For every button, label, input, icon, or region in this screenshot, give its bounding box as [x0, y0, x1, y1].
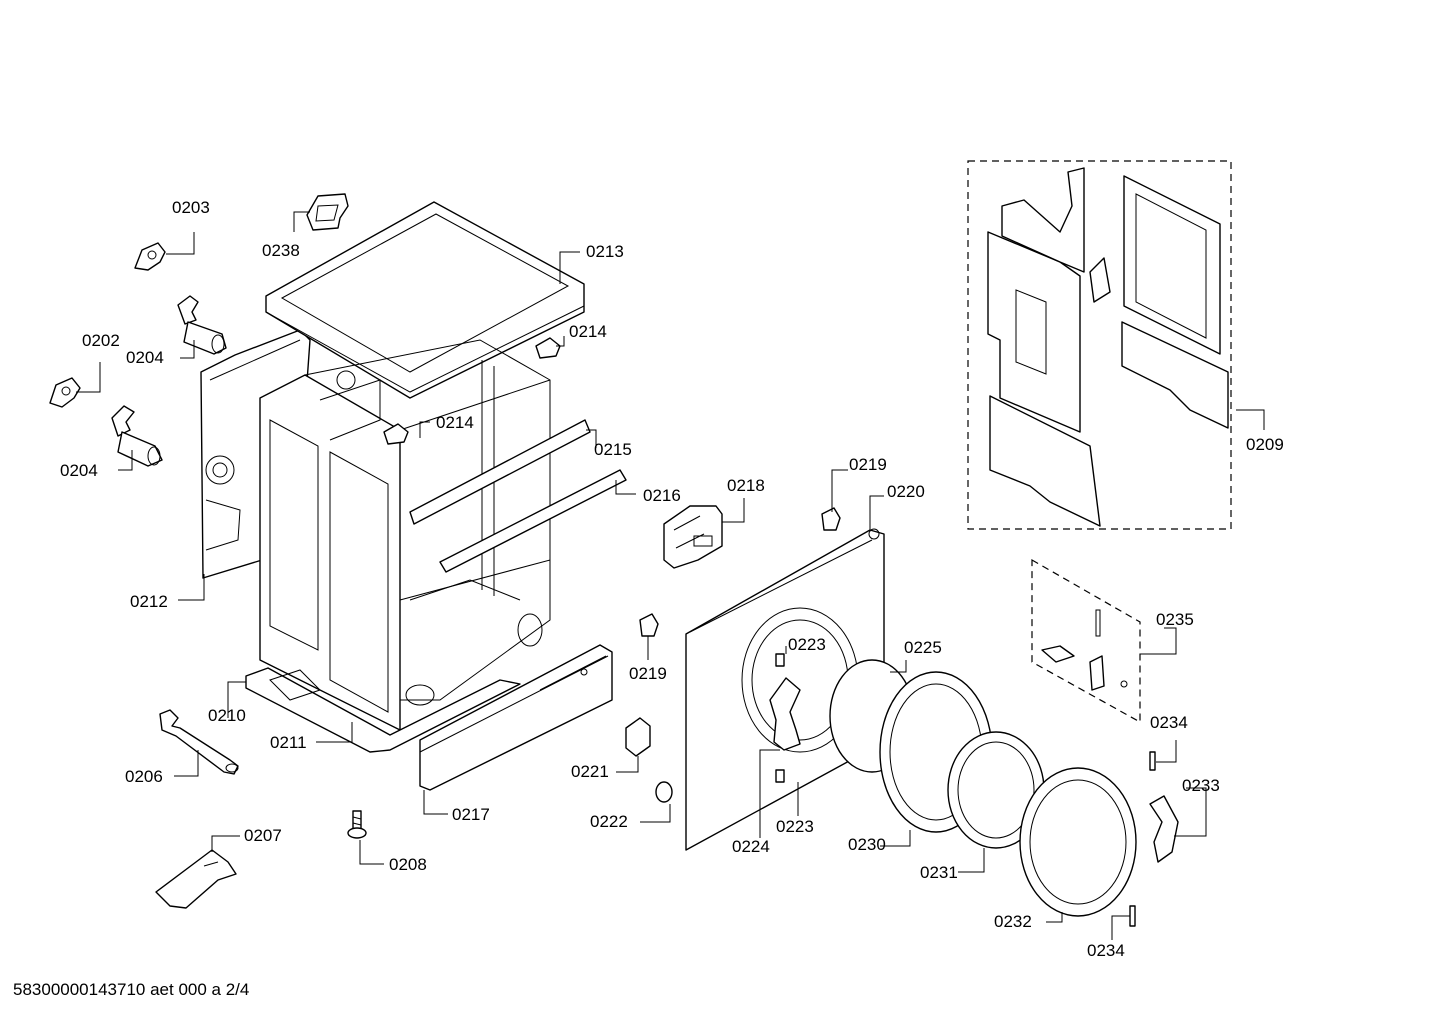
- label-0206: 0206: [125, 767, 163, 786]
- label-0211: 0211: [270, 733, 307, 752]
- part-0233-drawing: [1149, 795, 1179, 863]
- part-0235-drawing: [1031, 558, 1141, 724]
- label-0214-inner: 0214: [436, 413, 474, 432]
- part-0204-lower-drawing: [111, 405, 163, 467]
- label-0219-top: 0219: [849, 455, 887, 474]
- cabinet-frame-drawing: [259, 339, 627, 731]
- label-0238: 0238: [262, 241, 300, 260]
- part-0219-drawing: [639, 507, 841, 637]
- label-0217: 0217: [452, 805, 490, 824]
- part-0210-0211-drawing: [245, 667, 521, 753]
- part-0202-drawing: [49, 377, 81, 408]
- part-0221-drawing: [625, 717, 651, 757]
- label-0231: 0231: [920, 863, 958, 882]
- part-0206-drawing: [159, 709, 239, 775]
- label-0212: 0212: [130, 592, 168, 611]
- label-0204-lower: 0204: [60, 461, 98, 480]
- label-0209: 0209: [1246, 435, 1284, 454]
- label-0208: 0208: [389, 855, 427, 874]
- label-0207: 0207: [244, 826, 282, 845]
- part-0218-drawing: [663, 505, 723, 569]
- label-0210: 0210: [208, 706, 246, 725]
- label-0234-bottom: 0234: [1087, 941, 1125, 960]
- part-0207-drawing: [155, 849, 237, 909]
- label-0204-upper: 0204: [126, 348, 164, 367]
- label-0218: 0218: [727, 476, 765, 495]
- part-0209-drawing: [967, 160, 1232, 530]
- part-0231-drawing: [947, 731, 1045, 849]
- part-0203-drawing: [134, 242, 166, 271]
- label-0235: 0235: [1156, 610, 1194, 629]
- label-0221: 0221: [571, 762, 609, 781]
- label-0214-top: 0214: [569, 322, 607, 341]
- part-0224-drawing: [769, 677, 801, 751]
- label-0202: 0202: [82, 331, 120, 350]
- label-0232: 0232: [994, 912, 1032, 931]
- label-0219-bottom: 0219: [629, 664, 667, 683]
- label-0223-bottom: 0223: [776, 817, 814, 836]
- part-0214-drawing: [383, 337, 561, 445]
- label-0203: 0203: [172, 198, 210, 217]
- label-0215: 0215: [594, 440, 632, 459]
- label-0220: 0220: [887, 482, 925, 501]
- label-0225: 0225: [904, 638, 942, 657]
- label-0230: 0230: [848, 835, 886, 854]
- label-0213: 0213: [586, 242, 624, 261]
- label-0234-top: 0234: [1150, 713, 1188, 732]
- part-0217-drawing: [419, 644, 613, 791]
- part-0208-drawing: [347, 810, 367, 839]
- label-0233: 0233: [1182, 776, 1220, 795]
- part-0204-upper-drawing: [177, 295, 227, 355]
- part-0223-drawing: [775, 653, 785, 783]
- part-0238-drawing: [306, 193, 349, 231]
- part-0232-drawing: [1019, 767, 1137, 917]
- label-0222: 0222: [590, 812, 628, 831]
- label-0216: 0216: [643, 486, 681, 505]
- leader-lines: [76, 211, 1265, 940]
- label-0224: 0224: [732, 837, 770, 856]
- part-0222-drawing: [655, 781, 673, 803]
- document-code: 58300000143710 aet 000 a 2/4: [13, 980, 250, 999]
- label-0223-top: 0223: [788, 635, 826, 654]
- part-0213-drawing: [265, 201, 585, 399]
